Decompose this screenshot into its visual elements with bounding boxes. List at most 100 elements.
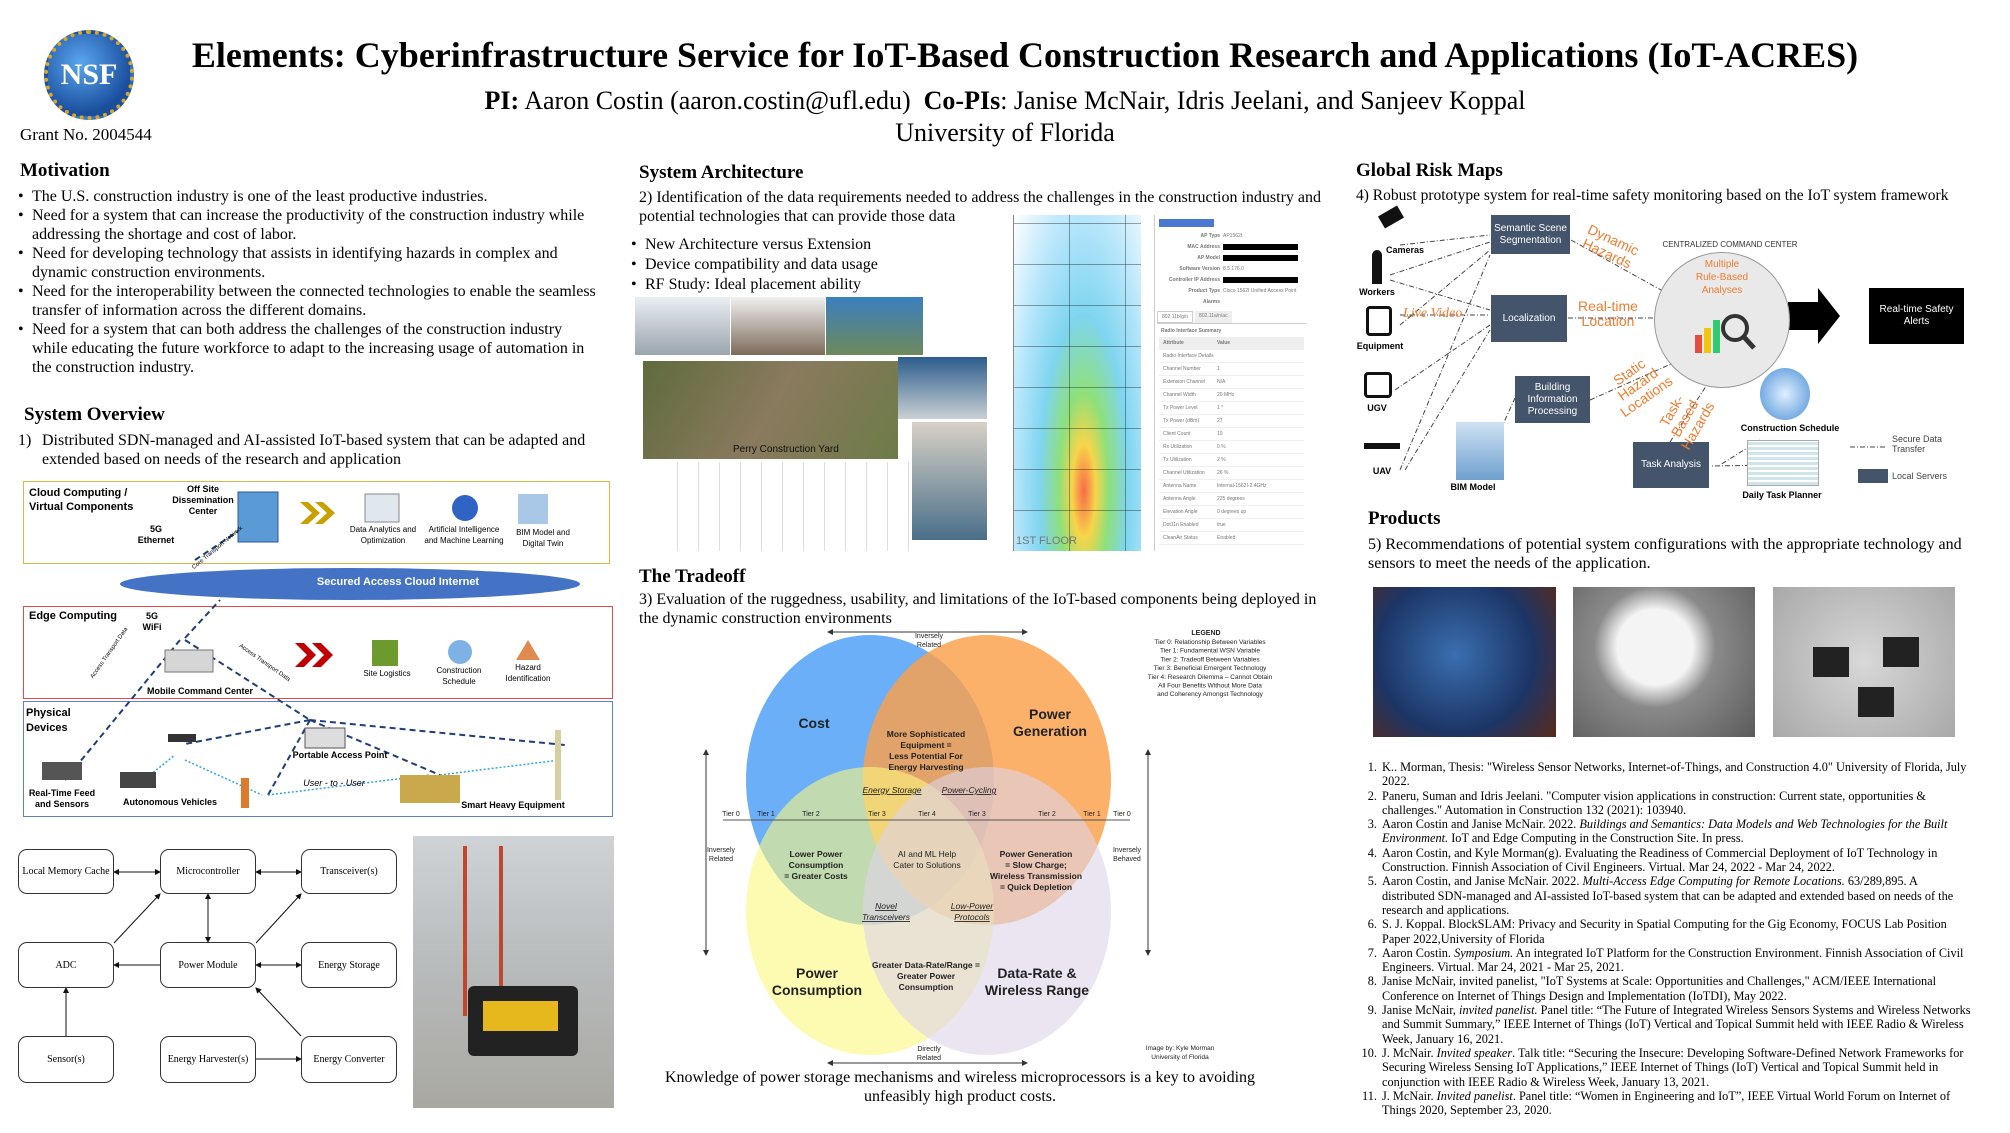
venn-top-overlap: Equipment =	[900, 740, 951, 750]
safety-alerts-box: Real-time Safety Alerts	[1869, 288, 1964, 344]
inversely-behaved-label: Inversely	[1113, 847, 1142, 854]
edge-layer-box	[23, 606, 613, 699]
bim-model-icon	[1456, 422, 1504, 480]
hazard-icon	[516, 640, 540, 660]
list-item: Device compatibility and data usage	[631, 255, 991, 275]
cloud-label: Secured Access Cloud Internet	[316, 576, 480, 588]
list-item: Need for developing technology that assi…	[18, 244, 598, 282]
legend-local-servers: Local Servers	[1892, 471, 1948, 481]
legend-item: Tier 0: Relationship Between Variables	[1154, 639, 1266, 646]
product-photo-board	[1373, 587, 1556, 737]
realtime-location-label: Real-time Location	[1578, 298, 1638, 329]
u2u-label: User - to - User	[303, 778, 365, 788]
value-cell: 0 %	[1217, 444, 1226, 450]
ap-detail-row: Alarms	[1155, 296, 1308, 307]
venn-top-overlap: Energy Harvesting	[888, 762, 963, 772]
image-credit: University of Florida	[1151, 1054, 1209, 1061]
reference-text: K.. Morman, Thesis: "Wireless Sensor Net…	[1382, 760, 1967, 789]
copi-names: : Janise McNair, Idris Jeelani, and Sanj…	[1000, 86, 1526, 115]
directly-related-label: Related	[917, 1055, 941, 1062]
equipment-icon	[1366, 306, 1392, 336]
ethernet-label: 5G Ethernet	[137, 524, 175, 545]
ap-detail-label: Controller IP Address	[1168, 276, 1220, 283]
energy-storage-label: Energy Storage	[862, 785, 921, 795]
sensor-block: Sensor(s)	[18, 1036, 114, 1083]
venn-power-consumption-label: Power	[796, 965, 839, 981]
tier-label: Tier 0	[1113, 811, 1131, 818]
tab-80211bgn[interactable]: 802.11b/g/n	[1157, 311, 1194, 323]
heavy-label: Smart Heavy Equipment	[461, 800, 565, 810]
table-row: Elevation Angle 0 degrees up	[1159, 506, 1304, 519]
cameras-label: Cameras	[1385, 245, 1425, 255]
microcontroller-block: Microcontroller	[160, 849, 256, 894]
red-chevrons-icon	[295, 643, 333, 667]
reference-item: J. McNair. Invited panelist. Panel title…	[1380, 1089, 1971, 1118]
cloud-layer-box	[23, 481, 610, 564]
reference-italic: Multi-Access Edge Computing for Remote L…	[1582, 874, 1845, 889]
value-cell: true	[1217, 522, 1226, 528]
mcc-label: Mobile Command Center	[146, 686, 254, 696]
product-photo-nodes	[1773, 587, 1955, 737]
ap-detail-label: Software Version	[1179, 265, 1220, 272]
products-heading: Products	[1368, 508, 1441, 529]
list-item: Need for a system that can both address …	[18, 320, 598, 377]
reference-text-end: . Talk title: “Securing the Insecure: De…	[1382, 1045, 1964, 1089]
attribute-cell: Antenna Angle	[1163, 496, 1196, 502]
nsf-logo: NSF	[44, 30, 134, 120]
tradeoff-venn-diagram: CostPowerGenerationPowerConsumptionData-…	[703, 629, 1273, 1066]
tab-80211anac[interactable]: 802.11a/n/ac	[1195, 311, 1232, 323]
uav-label: UAV	[1372, 466, 1392, 476]
bim-label: BIM Model and Digital Twin	[516, 528, 570, 548]
daily-task-planner-label: Daily Task Planner	[1742, 490, 1822, 500]
product-photo-helmet	[1573, 587, 1755, 737]
venn-power-generation-label: Power	[1029, 706, 1072, 722]
attribute-cell: Elevation Angle	[1163, 509, 1198, 515]
ap-detail-label: Product Type	[1188, 287, 1220, 294]
tier-label: Tier 0	[722, 811, 740, 818]
value-cell: 1	[1217, 366, 1220, 372]
legend-local-server-swatch	[1858, 469, 1888, 483]
site-logistics-label: Site Logistics	[363, 669, 411, 678]
ai-gear-icon	[452, 495, 478, 521]
gold-chevrons-icon	[300, 502, 335, 524]
reference-text: Aaron Costin, and Janise McNair. 2022.	[1382, 874, 1583, 889]
value-cell: 20 MHz	[1217, 392, 1235, 398]
value-cell: 0 degrees up	[1217, 509, 1247, 515]
novel-transceivers-label: Transceivers	[862, 912, 911, 922]
ccc-label: CENTRALIZED COMMAND CENTER	[1662, 240, 1798, 249]
radio-summary-title: Radio Interface Summary	[1161, 328, 1222, 334]
bim-processing-server: Building Information Processing	[1515, 376, 1590, 423]
ap-detail-label: MAC Address	[1187, 243, 1220, 250]
value-cell: 225 degrees	[1217, 496, 1245, 502]
legend-item: and Coherency Amongst Technology	[1157, 691, 1264, 698]
venn-bottom-overlap: Greater Data-Rate/Range =	[872, 960, 980, 970]
attribute-cell: Radio Interface Details	[1163, 353, 1214, 359]
worker-icon	[1372, 250, 1382, 284]
reference-italic: invited panelist.	[1459, 1003, 1538, 1018]
tradeoff-caption: Knowledge of power storage mechanisms an…	[664, 1069, 1256, 1105]
task-analysis-server: Task Analysis	[1633, 442, 1709, 488]
venn-data-rate-label: Wireless Range	[985, 982, 1089, 998]
energy-converter-block: Energy Converter	[301, 1036, 397, 1083]
attribute-cell: Extension Channel	[1163, 379, 1205, 385]
value-cell: 2 %	[1217, 457, 1226, 463]
legend-item: All Four Benefits Without More Data	[1158, 683, 1262, 690]
venn-right-overlap: = Quick Depletion	[1000, 882, 1072, 892]
attribute-cell: Tx Power (dBm)	[1163, 418, 1200, 424]
legend-item: Tier 4: Research Dilemma – Cannot Obtain	[1148, 674, 1273, 681]
venn-power-generation-label: Generation	[1013, 723, 1087, 739]
edge-layer-label: Edge Computing	[29, 610, 117, 622]
schedule-icon	[448, 640, 472, 664]
ap-name-bar	[1159, 219, 1214, 227]
uav-icon	[1364, 443, 1400, 449]
legend-title: LEGEND	[1191, 630, 1220, 637]
list-item: Need for the interoperability between th…	[18, 282, 598, 320]
workers-label: Workers	[1359, 287, 1395, 297]
